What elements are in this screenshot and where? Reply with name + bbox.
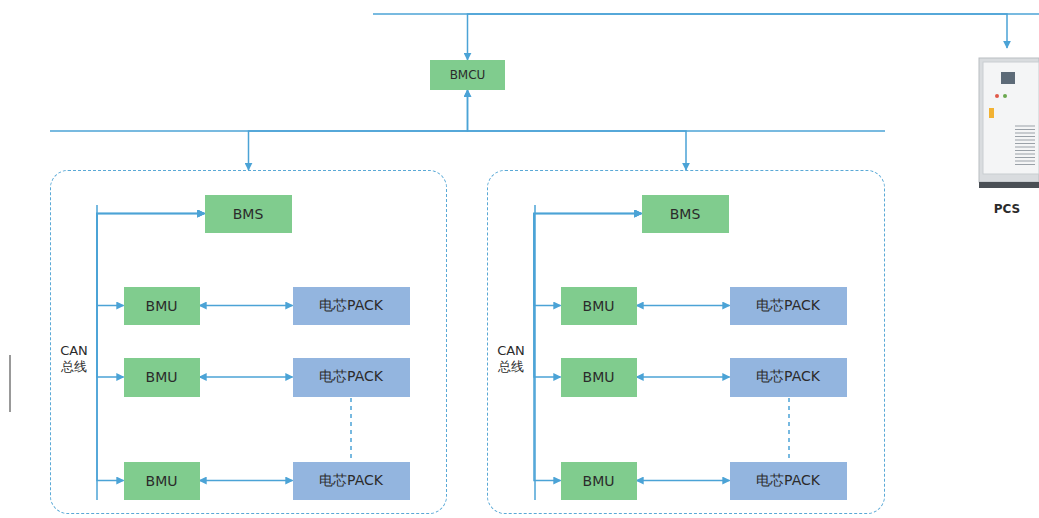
cabinet-illustration [975, 48, 1039, 188]
battery-cluster: BMS BMU 电芯PACK BMU 电芯PACK BMU 电芯PACK CAN 总线 [487, 170, 885, 514]
bms-box: BMS [642, 195, 729, 233]
bus-label: CAN 总线 [57, 343, 91, 374]
cell-pack-box: 电芯PACK [730, 358, 847, 397]
connector-arrow [200, 376, 293, 378]
converter-cabinet: PCS [975, 48, 1039, 223]
box-label: BMCU [450, 68, 486, 82]
box-label: 电芯PACK [319, 297, 383, 315]
cell-pack-box: 电芯PACK [293, 287, 410, 325]
continuation-dash [788, 398, 790, 461]
box-label: BMS [233, 206, 264, 222]
box-label: 电芯PACK [319, 368, 383, 386]
connector-arrow [200, 305, 293, 307]
connector-arrow [97, 214, 205, 378]
battery-cluster: BMS BMU 电芯PACK BMU 电芯PACK BMU 电芯PACK CAN 总线 [50, 170, 447, 514]
bms-box: BMS [205, 195, 292, 233]
box-label: BMU [146, 369, 178, 385]
cell-pack-box: 电芯PACK [293, 462, 410, 500]
box-label: 电芯PACK [756, 472, 820, 490]
bus-label: CAN 总线 [494, 343, 528, 374]
connector-arrow [200, 480, 293, 482]
bmu-box: BMU [124, 358, 200, 397]
connector-arrow [468, 90, 687, 170]
master-controller-box: BMCU [430, 60, 505, 90]
connector-arrow [249, 90, 468, 170]
connector-arrow [534, 214, 642, 378]
bmu-box: BMU [561, 287, 637, 325]
box-label: BMU [583, 473, 615, 489]
stray-mark [9, 355, 10, 412]
continuation-dash [350, 398, 352, 461]
bmu-box: BMU [124, 287, 200, 325]
bmu-box: BMU [561, 358, 637, 397]
box-label: BMU [146, 298, 178, 314]
connector-arrow [534, 214, 642, 481]
connector-arrow [637, 305, 730, 307]
box-label: BMU [583, 298, 615, 314]
connector-arrow [97, 214, 205, 481]
connector-arrow [637, 480, 730, 482]
cell-pack-box: 电芯PACK [730, 287, 847, 325]
box-label: PCS [975, 202, 1039, 216]
bmu-box: BMU [124, 462, 200, 500]
cell-pack-box: 电芯PACK [293, 358, 410, 397]
box-label: 电芯PACK [319, 472, 383, 490]
box-label: 电芯PACK [756, 368, 820, 386]
box-label: BMU [146, 473, 178, 489]
bmu-box: BMU [561, 462, 637, 500]
box-label: BMS [670, 206, 701, 222]
box-label: 电芯PACK [756, 297, 820, 315]
connector-arrow [637, 376, 730, 378]
cell-pack-box: 电芯PACK [730, 462, 847, 500]
connector-arrow [468, 14, 1008, 60]
box-label: BMU [583, 369, 615, 385]
